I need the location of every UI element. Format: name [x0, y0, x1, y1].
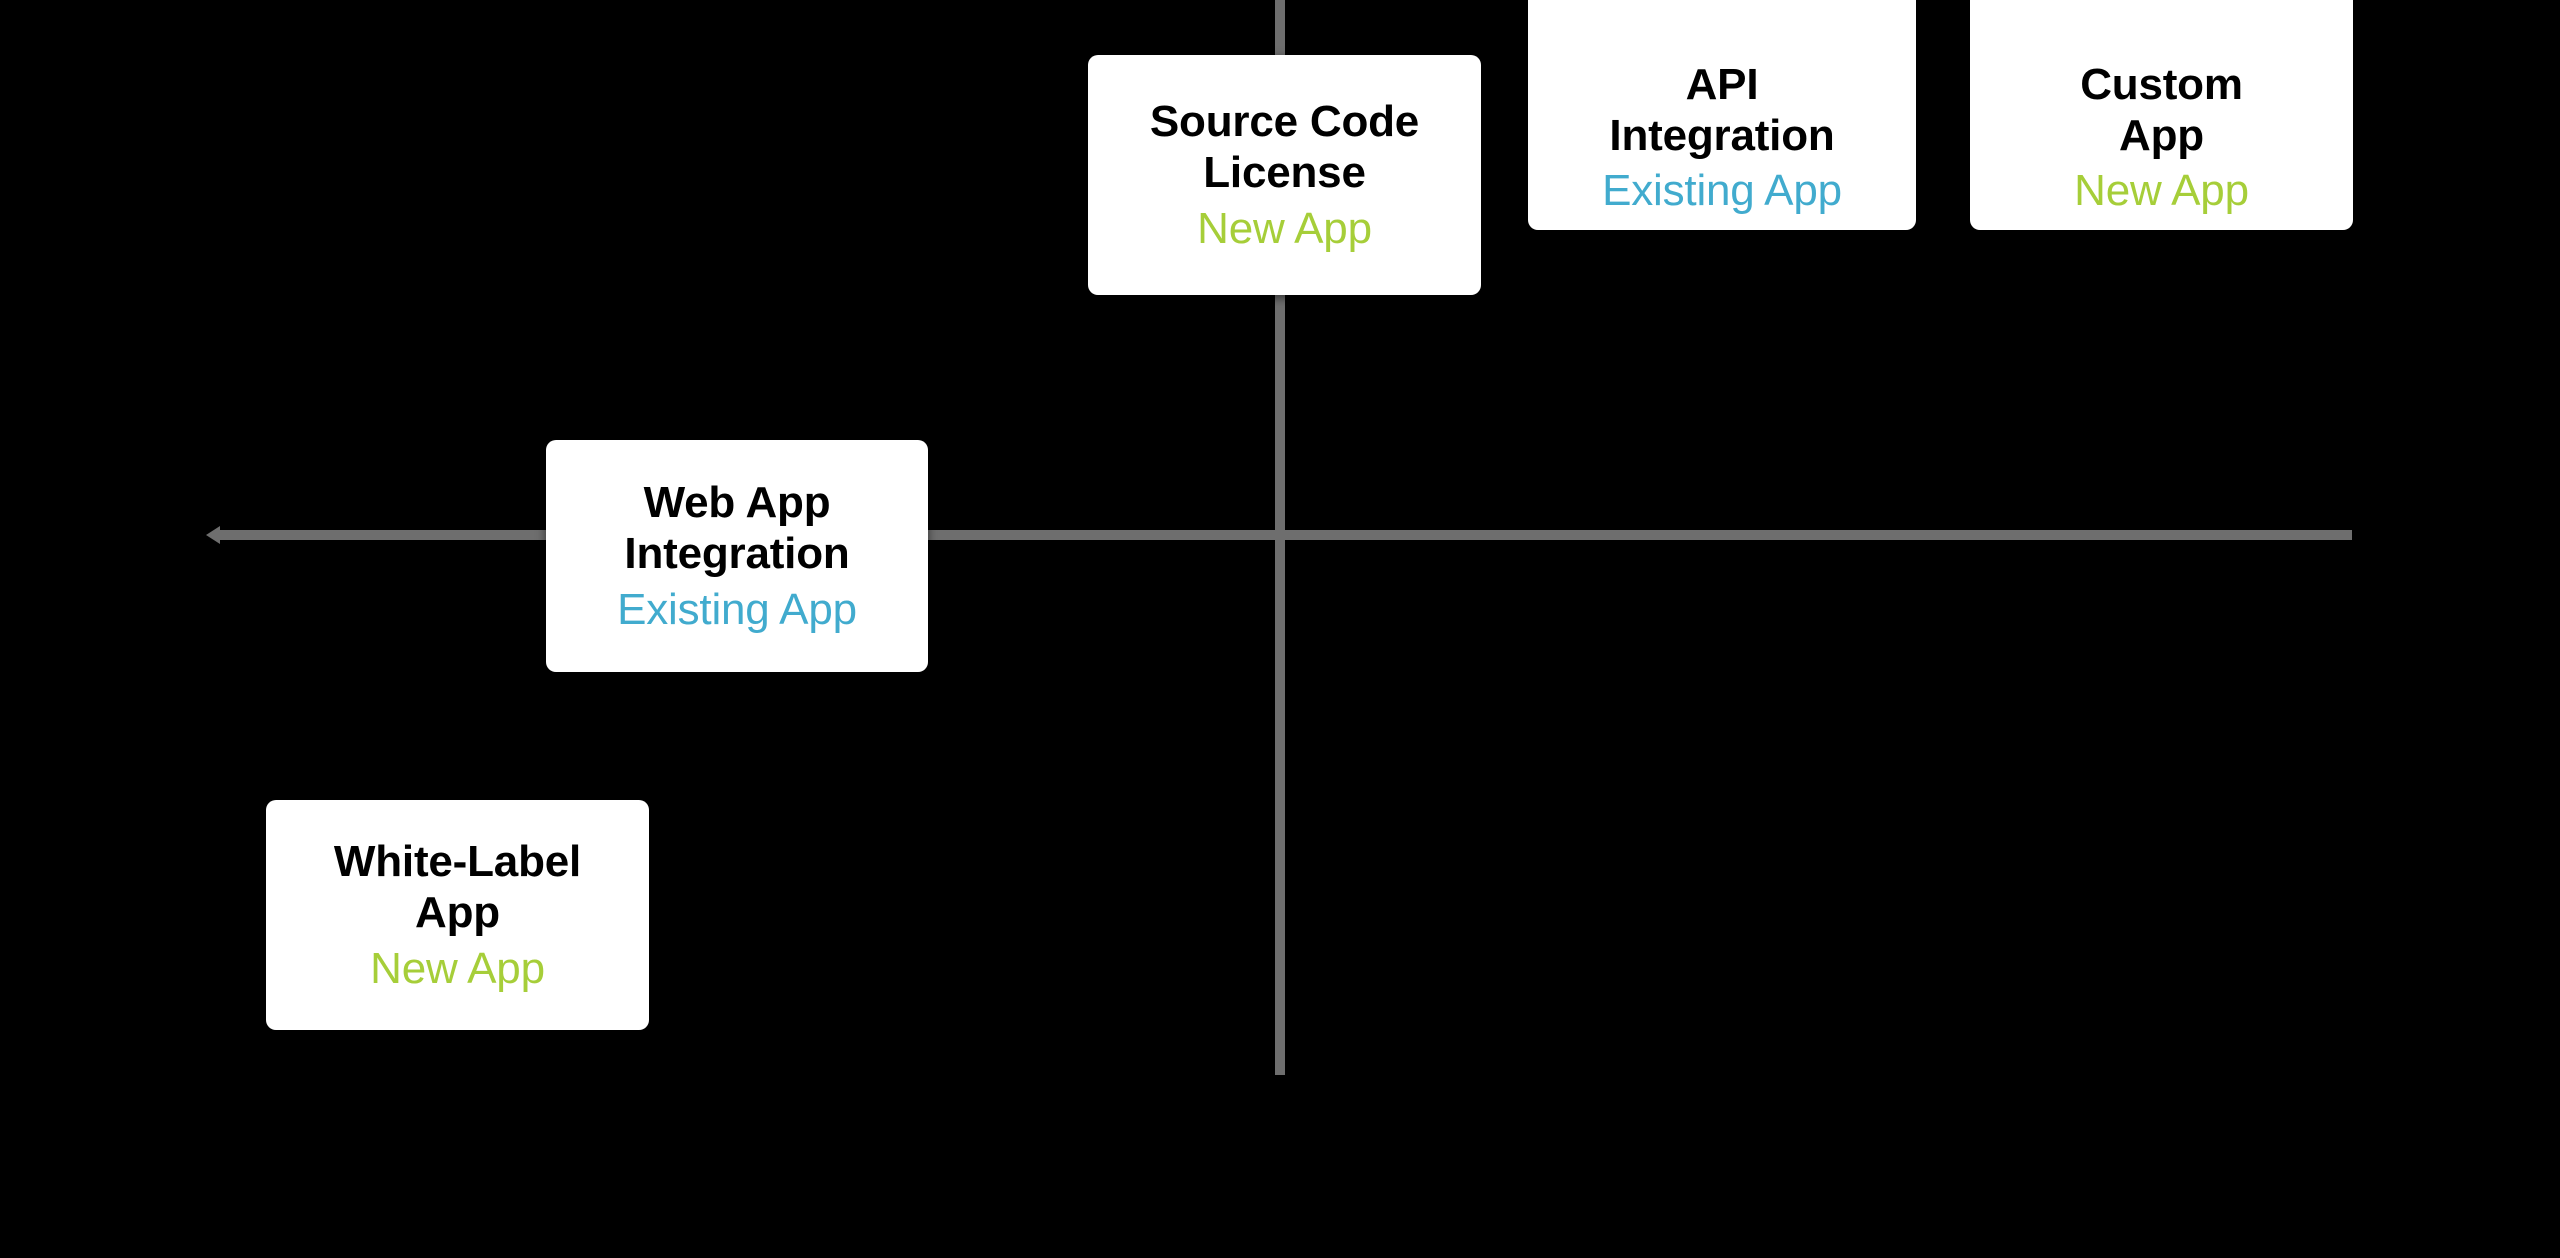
- card-subtitle-new-app: New App: [370, 943, 545, 993]
- card-title-line-1: API: [1685, 59, 1759, 109]
- card-subtitle-existing-app: Existing App: [617, 584, 857, 634]
- card-title-line-1: Web App: [643, 478, 831, 528]
- horizontal-axis-left-arrow-icon: [206, 526, 220, 544]
- card-title: Custom App: [2080, 59, 2243, 161]
- card-title: White-Label App: [334, 836, 581, 938]
- card-title-line-1: White-Label: [333, 837, 582, 887]
- card-title-line-2: Integration: [624, 529, 850, 579]
- card-api-integration[interactable]: API Integration Existing App: [1528, 0, 1916, 230]
- horizontal-axis: [220, 530, 2352, 540]
- card-title-line-2: App: [415, 888, 500, 938]
- card-title-line-1: Source Code: [1149, 97, 1420, 147]
- card-title: API Integration: [1609, 59, 1834, 161]
- card-custom-app[interactable]: Custom App New App: [1970, 0, 2353, 230]
- card-title-line-2: License: [1203, 148, 1366, 198]
- card-subtitle-new-app: New App: [2074, 165, 2249, 215]
- card-subtitle-new-app: New App: [1197, 203, 1372, 253]
- card-subtitle-existing-app: Existing App: [1602, 165, 1842, 215]
- vertical-axis: [1275, 0, 1285, 1075]
- card-title-line-1: Custom: [2080, 59, 2243, 109]
- card-title: Source Code License: [1150, 96, 1419, 198]
- card-web-app-integration[interactable]: Web App Integration Existing App: [546, 440, 928, 672]
- card-white-label-app[interactable]: White-Label App New App: [266, 800, 649, 1030]
- card-title: Web App Integration: [624, 477, 849, 579]
- card-title-line-2: Integration: [1609, 110, 1835, 160]
- card-title-line-2: App: [2119, 110, 2204, 160]
- card-source-code-license[interactable]: Source Code License New App: [1088, 55, 1481, 295]
